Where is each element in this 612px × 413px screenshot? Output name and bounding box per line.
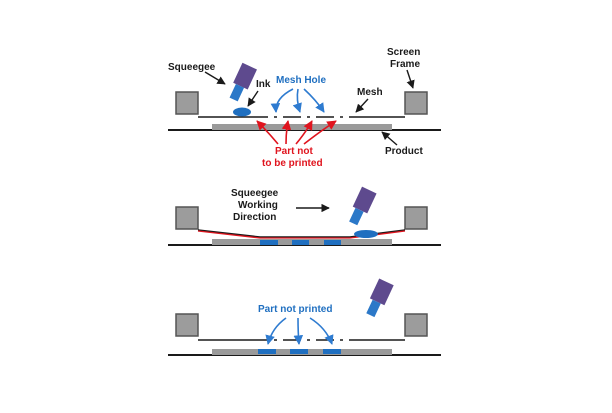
product-label: Product (385, 146, 423, 157)
panel-3-after-printing: Part not printed (168, 278, 441, 356)
squeegee-blade (366, 299, 381, 318)
ink-deposit-3 (324, 240, 341, 245)
product-arrow (381, 131, 398, 146)
screen-frame-right (404, 206, 428, 230)
part-not-printed-arrow-3 (309, 317, 334, 345)
ink-blob (233, 107, 251, 117)
mesh-arrow (355, 98, 369, 113)
part-not-printed-arrow-2 (281, 120, 292, 145)
squeegee-handle (369, 278, 394, 306)
screen-frame-left (175, 313, 199, 337)
printed-ink-3 (323, 349, 341, 354)
screen-frame-arrow (406, 69, 415, 89)
screen-frame-left (175, 91, 199, 115)
part-not-printed-arrow-2 (293, 317, 304, 345)
printed-ink-2 (290, 349, 308, 354)
ink-arrow (247, 90, 259, 107)
squeegee-blade (349, 207, 364, 226)
ink-blob (354, 230, 378, 238)
squeegee-handle (352, 186, 377, 214)
printed-ink-1 (258, 349, 276, 354)
squeegee-handle (233, 62, 257, 90)
squeegee-blade (229, 83, 245, 102)
squeegee-1 (229, 62, 257, 102)
screen-frame-label-line2: Frame (390, 59, 420, 70)
squeegee-3 (366, 278, 394, 318)
screen-frame-left (175, 206, 199, 230)
part-not-printed-label-line2: to be printed (262, 158, 323, 169)
mesh-hole-label: Mesh Hole (276, 75, 326, 86)
part-not-printed-arrow-3 (295, 120, 313, 145)
mesh-hole-arrow-1 (270, 88, 294, 113)
mesh-hole-arrow-3 (303, 88, 325, 113)
screen-frame-right (404, 313, 428, 337)
ink-deposit-2 (292, 240, 309, 245)
product-block (212, 124, 392, 130)
part-not-printed-arrow-1 (256, 120, 279, 145)
working-direction-label-line1: Squeegee (231, 188, 279, 199)
panel-2-printing: Squeegee Working Direction (168, 186, 441, 246)
squeegee-arrow (204, 71, 226, 85)
screen-frame-right (404, 91, 428, 115)
working-direction-label-line2: Working (238, 200, 278, 211)
part-not-printed-label: Part not printed (258, 304, 332, 315)
squeegee-label: Squeegee (168, 62, 216, 73)
mesh-hole-arrow-2 (292, 88, 302, 113)
panel-1-before-printing: Squeegee Ink Mesh Hole Screen Frame Mesh… (168, 47, 441, 169)
screen-frame-label-line1: Screen (387, 47, 420, 58)
part-not-printed-label-line1: Part not (275, 146, 313, 157)
squeegee-2 (349, 186, 377, 226)
ink-deposit-1 (260, 240, 278, 245)
part-not-printed-arrow-1 (265, 317, 287, 345)
mesh-label: Mesh (357, 87, 383, 98)
working-direction-label-line3: Direction (233, 212, 276, 223)
ink-label: Ink (256, 79, 271, 90)
part-not-printed-arrow-4 (303, 120, 337, 145)
